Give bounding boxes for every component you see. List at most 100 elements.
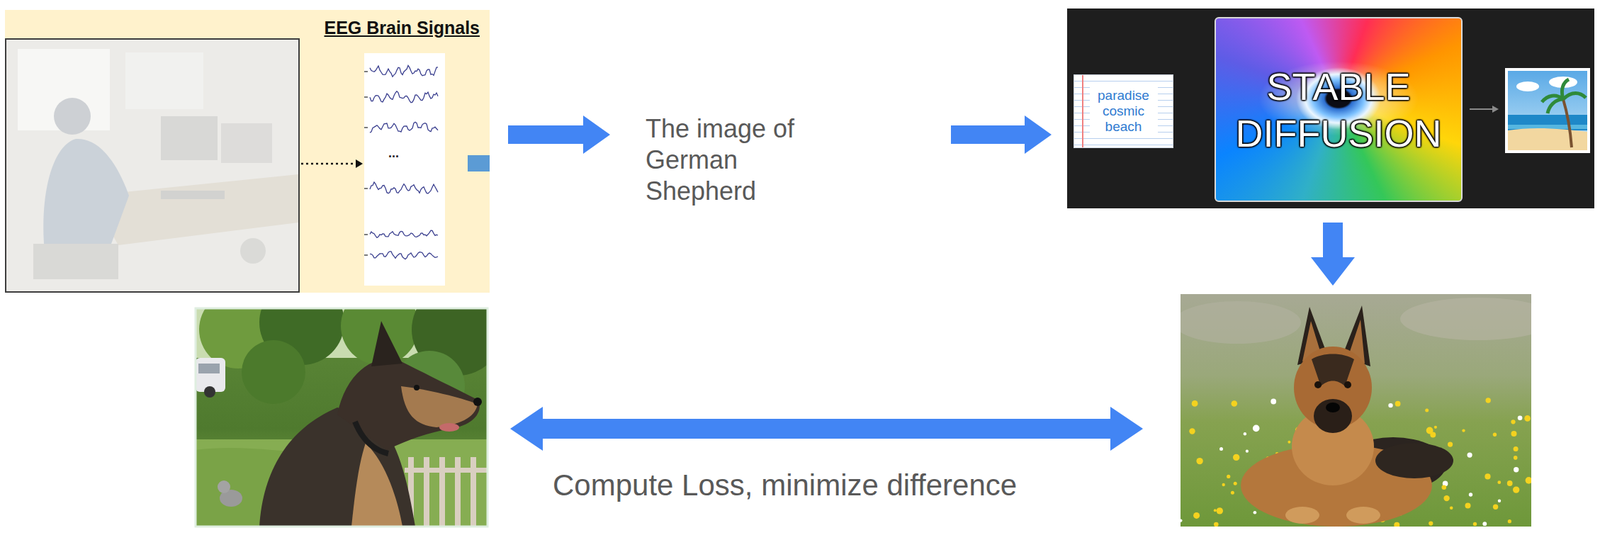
- illustration-rect: [125, 52, 204, 110]
- illustration-rect: [423, 457, 430, 527]
- eeg-wave: [369, 91, 438, 103]
- illustration-ellipse: [1285, 506, 1320, 524]
- flower-dot: [1497, 480, 1501, 484]
- flower-dot: [1253, 510, 1258, 515]
- illustration-circle: [1314, 381, 1322, 389]
- arrow-shape: [950, 115, 1052, 154]
- generated-dog-photo: [1173, 294, 1557, 528]
- illustration-circle: [53, 97, 91, 135]
- eeg-wave: [369, 182, 438, 194]
- illustration-circle: [413, 384, 420, 391]
- flower-dot: [1511, 430, 1518, 437]
- flower-dot: [1219, 447, 1224, 451]
- illustration-rect: [467, 155, 490, 172]
- axis-tick: [364, 96, 368, 98]
- illustration-ellipse: [1516, 81, 1540, 92]
- illustration-circle: [204, 386, 216, 398]
- block-arrow: [950, 115, 1052, 154]
- flower-dot: [1180, 518, 1183, 522]
- flower-dot: [1484, 473, 1491, 480]
- flower-dot: [1233, 481, 1238, 486]
- prompt-text: paradise cosmic beach: [1089, 86, 1158, 137]
- illustration-line: [301, 162, 356, 166]
- illustration-circle: [241, 340, 306, 404]
- flower-dot: [1497, 499, 1501, 503]
- flower-dot: [1510, 419, 1515, 424]
- flower-dot: [1449, 506, 1454, 511]
- flower-dot: [1513, 446, 1519, 452]
- flower-dot: [1213, 522, 1219, 527]
- flower-dot: [1222, 483, 1226, 487]
- illustration-path: [401, 386, 478, 428]
- flower-dot: [1485, 397, 1491, 403]
- illustration-g: [364, 65, 438, 259]
- illustration-rect: [160, 190, 225, 200]
- illustration-ellipse: [1375, 442, 1454, 479]
- flower-dot: [1231, 400, 1238, 407]
- illustration-g: [1180, 294, 1532, 527]
- illustration-rect: [1507, 70, 1588, 151]
- illustration-path: [43, 138, 129, 244]
- flower-dot: [1467, 452, 1473, 458]
- illustration-rect: [404, 467, 488, 473]
- illustration-rect: [195, 308, 488, 527]
- illustration-circle: [217, 480, 231, 494]
- illustration-rect: [5, 38, 300, 292]
- illustration-path: [1541, 79, 1586, 114]
- axis-tick: [364, 187, 368, 189]
- illustration-rect: [439, 457, 445, 527]
- illustration-polygon: [1492, 105, 1499, 113]
- flower-dot: [1388, 403, 1393, 408]
- flower-dot: [1213, 508, 1217, 512]
- flower-dot: [1517, 415, 1523, 421]
- flower-dot: [1393, 522, 1400, 527]
- flower-dot: [1243, 432, 1247, 436]
- input-panel: EEG Brain Signals: [4, 9, 490, 293]
- flower-dot: [1441, 485, 1447, 491]
- axis-tick: [364, 254, 368, 256]
- illustration-path: [1507, 128, 1588, 151]
- flower-dot: [1216, 507, 1224, 514]
- model-box: STABLE DIFFUSION: [1214, 17, 1463, 202]
- illustration-circle: [1344, 381, 1352, 389]
- ellipsis-mark: ...: [388, 145, 399, 161]
- eeg-wave: [369, 251, 438, 260]
- illustration-g: [195, 308, 488, 527]
- loss-label: Compute Loss, minimize difference: [552, 467, 1017, 504]
- axis-tick: [364, 70, 368, 72]
- flower-dot: [1428, 521, 1433, 526]
- output-text: The image of German Shepherd: [645, 113, 841, 207]
- illustration-rect: [160, 116, 218, 161]
- illustration-ellipse: [1346, 506, 1381, 524]
- block-arrow: [508, 115, 611, 154]
- illustration-ellipse: [1325, 402, 1340, 413]
- flower-dot: [1507, 519, 1512, 523]
- flower-dot: [1447, 442, 1453, 448]
- illustration-rect: [1507, 114, 1588, 131]
- arrow-shape: [508, 115, 611, 154]
- panel-heading: EEG Brain Signals: [4, 17, 490, 39]
- flower-dot: [1443, 495, 1450, 501]
- flower-dot: [1434, 425, 1438, 429]
- flower-dot: [1493, 432, 1497, 437]
- illustration-ellipse: [1313, 398, 1352, 433]
- illustration-path: [355, 421, 389, 454]
- axis-tick: [364, 233, 368, 235]
- flower-dot: [1426, 427, 1434, 435]
- flower-dot: [1193, 512, 1200, 519]
- flower-dot: [1461, 428, 1465, 432]
- flower-dot: [1513, 455, 1518, 460]
- illustration-line: [1469, 108, 1493, 110]
- illustration-rect: [1505, 68, 1591, 154]
- illustration-path: [337, 357, 480, 450]
- flower-dot: [1493, 504, 1498, 510]
- text-output: The image of German Shepherd: [623, 113, 934, 207]
- eeg-wave: [369, 65, 438, 77]
- illustration-rect: [364, 53, 445, 286]
- illustration-rect: [221, 123, 273, 163]
- illustration-rect: [454, 457, 461, 527]
- flower-dot: [1513, 466, 1519, 472]
- prompt-note: paradise cosmic beach: [1073, 74, 1174, 149]
- model-title: STABLE DIFFUSION: [1225, 63, 1452, 157]
- illustration-rect: [470, 457, 477, 527]
